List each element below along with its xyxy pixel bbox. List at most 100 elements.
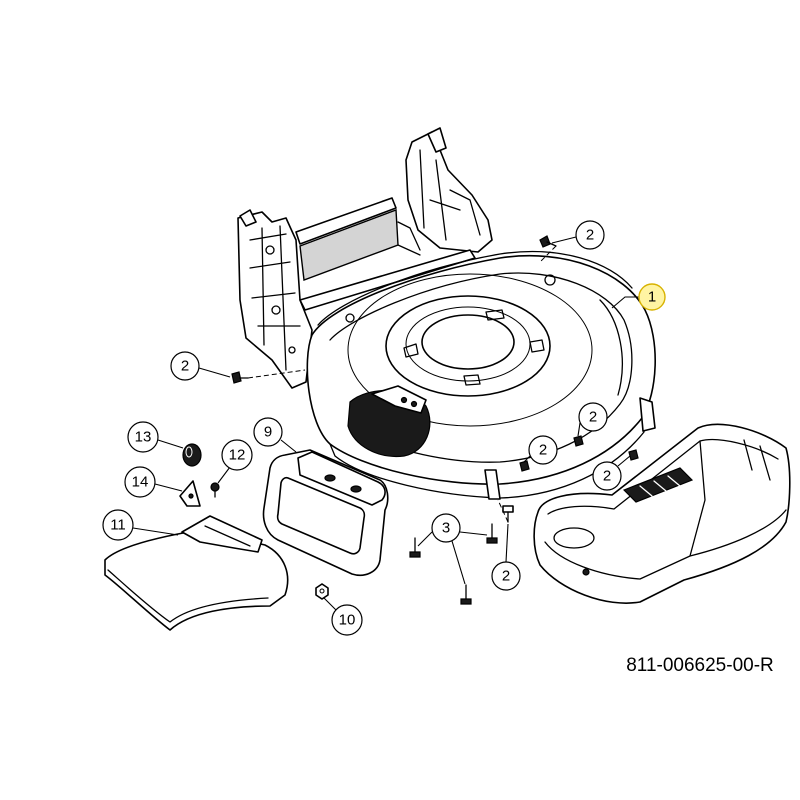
callout-bolt-deck-side[interactable]: 2 — [592, 461, 622, 491]
bolt — [519, 460, 530, 472]
deck-rear-lip — [317, 250, 633, 326]
flap-body — [104, 529, 289, 631]
left-handle-bracket — [237, 211, 313, 389]
discharge-frame — [262, 449, 389, 576]
callout-bolt-rear[interactable]: 2 — [575, 220, 605, 250]
knob-body — [182, 443, 202, 467]
drawing-number: 811-006625-00-R — [626, 655, 774, 676]
lower-crossbar — [299, 249, 476, 311]
leader-line — [451, 540, 466, 585]
deck-mount-hole — [345, 313, 355, 323]
rear-cover-ridge — [689, 439, 771, 557]
callout-label: 9 — [264, 424, 272, 441]
callout-label: 2 — [589, 409, 597, 426]
frame-slot — [350, 485, 362, 493]
right-handle-stub — [427, 127, 447, 153]
callout-knob[interactable]: 13 — [127, 421, 159, 453]
callout-bolt-front-tab[interactable]: 2 — [491, 561, 521, 591]
recess-tab — [403, 343, 419, 358]
nut-10 — [315, 583, 329, 600]
callout-label: 2 — [502, 568, 510, 585]
deck-front-tab — [484, 469, 501, 500]
callout-deck[interactable]: 1 — [638, 283, 666, 311]
leader-line — [459, 531, 488, 536]
recess-tab — [529, 339, 545, 353]
callout-label: 11 — [110, 517, 126, 534]
callout-bolt-left[interactable]: 2 — [170, 351, 200, 381]
callout-label: 2 — [181, 358, 189, 375]
callout-screw[interactable]: 12 — [221, 439, 253, 471]
bolt — [460, 584, 472, 605]
left-bracket-hole — [265, 245, 275, 255]
bolt — [573, 435, 584, 447]
callout-label: 2 — [539, 442, 547, 459]
latch-rivet — [410, 400, 418, 408]
leader-line — [617, 455, 631, 467]
bolt — [486, 523, 498, 544]
discharge-flap — [104, 515, 289, 631]
left-bracket-hole — [288, 346, 296, 354]
leader-line — [523, 455, 531, 463]
rear-cover-pin — [582, 568, 590, 576]
leader-line — [577, 422, 581, 437]
knob — [182, 443, 202, 467]
screw-head — [210, 482, 220, 492]
left-bracket-ribs — [249, 225, 301, 371]
knob-highlight — [185, 446, 193, 458]
leader-line — [551, 236, 577, 244]
flap-edge — [107, 569, 269, 623]
leader-line — [280, 439, 297, 453]
bracket-body — [179, 480, 201, 507]
nut-body — [315, 583, 329, 600]
rear-cover-vent-slots — [639, 475, 681, 497]
leader-line — [217, 466, 231, 484]
leader-line — [154, 483, 183, 492]
recess-tab — [485, 309, 505, 321]
bolt — [502, 505, 514, 523]
deck-mount-hole — [544, 274, 556, 286]
deck-side-bracket — [639, 397, 656, 432]
callout-label: 10 — [339, 612, 356, 629]
handle-frame — [237, 127, 493, 389]
recess-tab — [463, 374, 481, 386]
deck-outer-ring — [347, 273, 593, 427]
nut-bore — [319, 588, 325, 594]
latch-rivet — [400, 396, 408, 404]
screw-12 — [210, 482, 220, 498]
alignment-line — [539, 245, 557, 263]
callout-label: 12 — [229, 447, 246, 464]
leader-line — [611, 296, 639, 309]
discharge-frame-inner — [276, 476, 366, 555]
callout-bolt-deck-front[interactable]: 2 — [528, 435, 558, 465]
leader-line — [132, 527, 179, 536]
callout-label: 1 — [648, 289, 656, 306]
bolt — [409, 537, 421, 558]
rear-cover-lower-edge — [544, 509, 787, 580]
leader-line — [417, 531, 433, 547]
alignment-line — [497, 499, 509, 523]
callout-label: 2 — [586, 227, 594, 244]
bracket-14 — [179, 480, 201, 507]
callout-nut[interactable]: 10 — [331, 604, 363, 636]
left-bracket-hole — [271, 305, 281, 315]
left-handle-stub — [239, 209, 257, 227]
motor-opening — [421, 314, 515, 370]
deck-inner-rim — [329, 272, 633, 463]
discharge-frame-top-tab — [297, 451, 386, 506]
callout-bolt-deck-right[interactable]: 2 — [578, 402, 608, 432]
leader-line — [323, 597, 337, 611]
callout-label: 2 — [603, 468, 611, 485]
rear-cover-shell — [533, 423, 791, 604]
rear-frame-link — [397, 221, 421, 256]
callout-bracket[interactable]: 14 — [124, 466, 156, 498]
callout-label: 3 — [442, 520, 450, 537]
callout-bolts-front[interactable]: 3 — [431, 513, 461, 543]
bolt — [231, 371, 249, 384]
alignment-line — [247, 369, 306, 379]
callout-discharge-frame[interactable]: 9 — [253, 417, 283, 447]
frame-slot — [324, 474, 336, 482]
callout-flap[interactable]: 11 — [102, 509, 134, 541]
leader-line — [157, 439, 184, 449]
rear-cover-dimple — [553, 527, 595, 549]
